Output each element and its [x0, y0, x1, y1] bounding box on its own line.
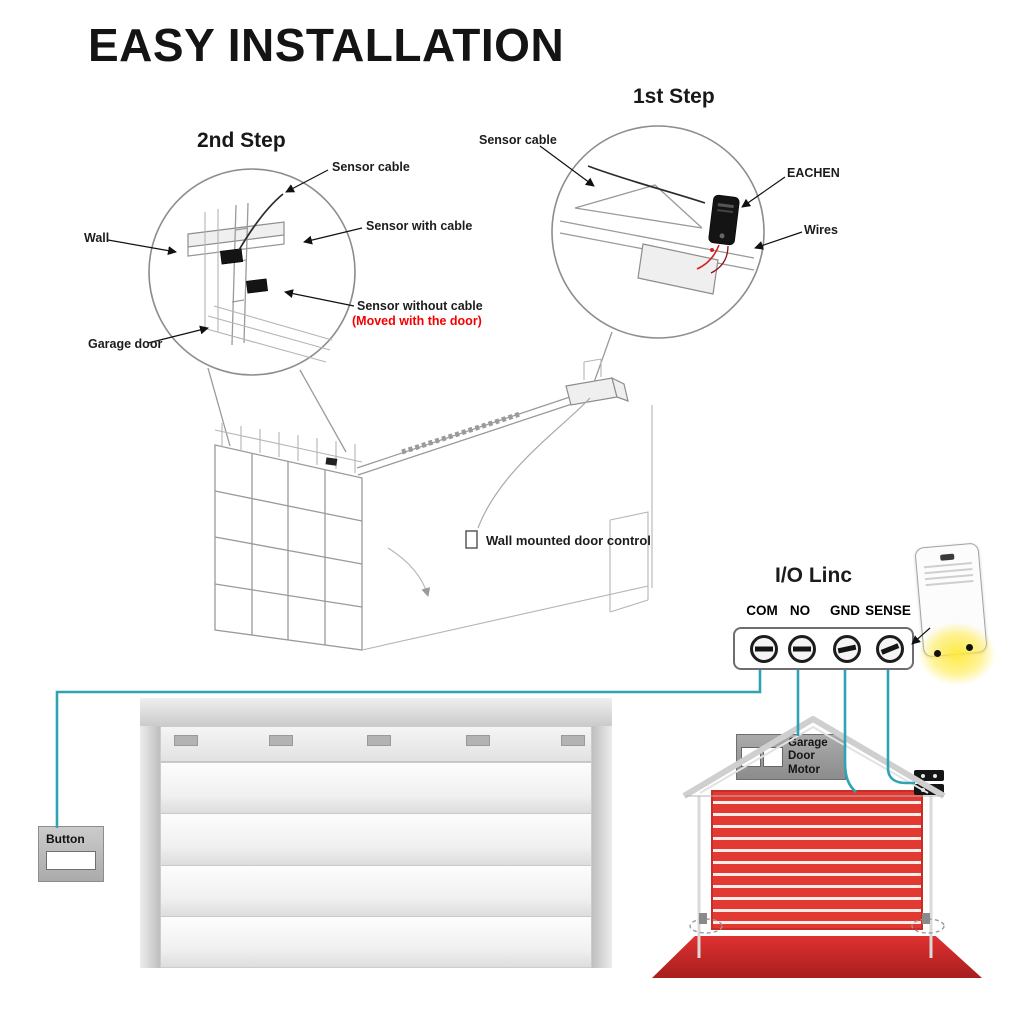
door-panel: [161, 813, 591, 865]
wall-button-label: Button: [46, 832, 85, 846]
callout-2nd-art: [187, 193, 333, 363]
page-title: EASY INSTALLATION: [88, 19, 565, 71]
device-button-icon: [940, 553, 955, 561]
callout-circle-2nd-step: [148, 168, 356, 376]
terminal-label-sense: SENSE: [865, 603, 911, 618]
screw-dot-icon: [966, 644, 973, 651]
garage-door-header: [140, 698, 612, 727]
motor-label: Garage Door Motor: [788, 737, 828, 776]
terminal-label-no: NO: [789, 603, 811, 618]
garage-wall-left: [140, 726, 160, 968]
eachen-device-icon: [708, 194, 740, 246]
garage-door-illustration: [140, 698, 612, 968]
sensor-with-cable-icon: [220, 248, 244, 265]
label-wall: Wall: [84, 231, 110, 245]
label-moved-with-door: (Moved with the door): [352, 314, 482, 328]
screw-terminal-sense: [876, 634, 904, 663]
screw-terminal-com: [750, 634, 778, 663]
door-sensor-icon: [325, 457, 338, 466]
step-1-label: 1st Step: [633, 85, 715, 108]
door-panel: [161, 864, 591, 916]
screw-dot-icon: [934, 650, 941, 657]
wire-connector-block: [914, 770, 944, 798]
io-linc-terminal-strip: [733, 627, 914, 670]
label-sensor-cable-1st: Sensor cable: [479, 133, 557, 147]
door-panel: [161, 762, 591, 814]
label-sensor-cable-2nd: Sensor cable: [332, 160, 410, 174]
garage-door-top-rail: [161, 727, 591, 762]
spring-icon: [401, 411, 521, 455]
terminal-label-gnd: GND: [830, 603, 860, 618]
screw-terminal-gnd: [833, 634, 861, 663]
wall-button-slot: [46, 851, 96, 870]
terminal-label-com: COM: [746, 603, 778, 618]
door-panel: [161, 915, 591, 967]
garage-door-panels: [160, 726, 592, 968]
label-sensor-without-cable: Sensor without cable: [357, 299, 483, 313]
label-garage-door: Garage door: [88, 337, 163, 351]
label-wires: Wires: [804, 223, 838, 237]
label-wall-control: Wall mounted door control: [486, 533, 651, 548]
wall-control-icon: [465, 530, 478, 549]
io-linc-title: I/O Linc: [775, 564, 853, 587]
highlight-glow: [903, 610, 1011, 698]
sensor-without-cable-icon: [246, 278, 268, 294]
callout-1st-art: [559, 165, 755, 295]
motor-indicator: [741, 747, 761, 767]
label-sensor-with-cable: Sensor with cable: [366, 219, 473, 233]
wall-button: Button: [38, 826, 104, 882]
red-carpet: [652, 936, 982, 978]
opener-unit-icon: [565, 377, 618, 406]
label-eachen: EACHEN: [787, 166, 840, 180]
red-garage-door: [711, 790, 923, 930]
screw-terminal-no: [788, 634, 816, 663]
garage-wall-right: [592, 726, 612, 968]
garage-door-motor: Garage Door Motor: [736, 734, 846, 780]
step-2-label: 2nd Step: [197, 129, 286, 152]
garage-interior-art: [214, 358, 653, 651]
callout-circle-1st-step: [551, 125, 765, 339]
motor-indicator: [763, 747, 783, 767]
